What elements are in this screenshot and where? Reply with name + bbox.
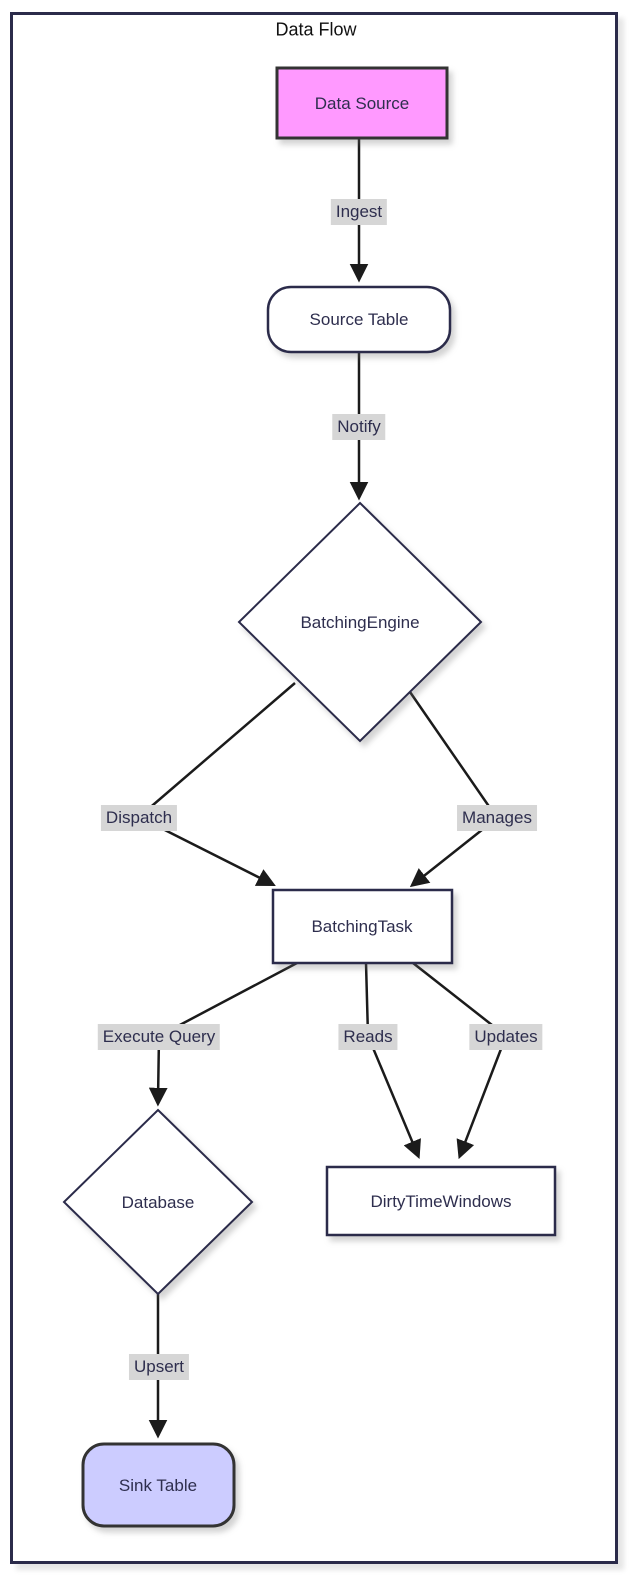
edge-ingest-label: Ingest bbox=[330, 199, 388, 225]
node-source-table-shape bbox=[266, 285, 452, 354]
edge-upsert-label: Upsert bbox=[128, 1354, 190, 1380]
edge-execute-query-label: Execute Query bbox=[97, 1024, 221, 1050]
node-data-source-label: Data Source bbox=[314, 94, 410, 113]
edge-dispatch-label: Dispatch bbox=[100, 805, 178, 831]
node-batching-engine-shape bbox=[237, 501, 483, 743]
edge-updates-label: Updates bbox=[469, 1024, 543, 1050]
edge-updates bbox=[412, 962, 508, 1160]
node-database-label: Database bbox=[121, 1193, 195, 1212]
edge-manages bbox=[408, 691, 499, 888]
node-sink-table-label: Sink Table bbox=[118, 1476, 198, 1495]
node-database-shape bbox=[62, 1108, 254, 1296]
edge-manages-label: Manages bbox=[457, 805, 537, 831]
node-batching-task-label: BatchingTask bbox=[311, 917, 413, 936]
diagram-title: Data Flow bbox=[275, 19, 357, 40]
node-data-source-shape bbox=[275, 66, 449, 140]
node-dirty-time-windows-label: DirtyTimeWindows bbox=[370, 1192, 512, 1211]
edge-reads bbox=[364, 962, 421, 1160]
diagram-frame bbox=[10, 12, 618, 1564]
node-dirty-time-windows-shape bbox=[325, 1165, 557, 1237]
node-source-table-label: Source Table bbox=[309, 310, 409, 329]
node-batching-task-shape bbox=[271, 888, 454, 965]
edge-notify-label: Notify bbox=[332, 414, 386, 440]
node-sink-table-shape bbox=[81, 1442, 236, 1528]
edge-dispatch bbox=[136, 682, 296, 886]
node-batching-engine-label: BatchingEngine bbox=[300, 613, 420, 632]
edge-reads-label: Reads bbox=[338, 1024, 398, 1050]
